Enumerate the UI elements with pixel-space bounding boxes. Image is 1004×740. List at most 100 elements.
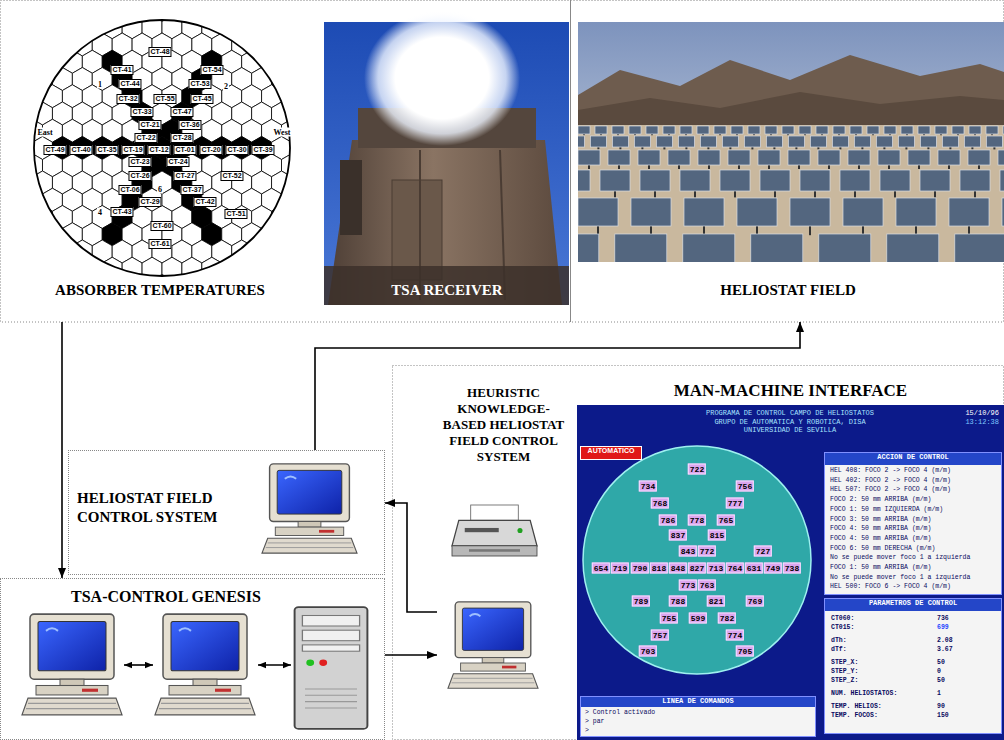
node-text: 50 [937,659,997,667]
callout-label: East [36,128,53,137]
heliostat [955,234,1004,262]
heliostat [799,126,811,135]
illustration-part [816,126,828,134]
node-text: FOCO 2: 50 mm ARRIBA (m/m) [830,496,998,504]
heliostat-number: 773 [679,580,697,591]
system-group: HEURISTIC KNOWLEDGE-BASED HELIOSTAT FIEL… [437,385,570,695]
illustration-part [884,126,896,134]
node-text: TEMP. FOCOS: [831,712,935,720]
illustration-part [392,180,442,280]
heliostat [663,126,675,135]
node-text: 699 [937,624,997,632]
node-text: CT060: [831,615,935,623]
heliostat [629,126,641,135]
heliostat-number: 772 [698,546,716,557]
heliostat [832,136,848,149]
heliostat [920,136,936,149]
absorber-honeycomb [13,0,312,298]
heliostat-number: 774 [726,630,744,641]
illustration-part [744,136,760,147]
node-heading: MAN-MACHINE INTERFACE [577,381,1004,401]
link-arrow [258,664,291,666]
illustration-part [612,126,624,134]
heliostat-number: 769 [746,596,764,607]
heliostat-number: 786 [659,515,677,526]
illustration-part [683,234,735,262]
heliostat [833,126,845,135]
heliostat-number: 782 [718,613,736,624]
link-arrow [124,664,153,666]
sensor-tag: CT-27 [173,171,196,181]
server-icon [295,607,368,729]
heliostat [848,150,870,169]
illustration-part [800,170,830,191]
heliostat-number: 713 [707,563,725,574]
heliostat [788,150,810,169]
heliostat [631,198,671,235]
illustration-part [819,234,871,262]
sensor-tag: CT-39 [251,145,274,155]
sensor-tag: CT-52 [220,171,243,181]
node-heading: HEURISTIC KNOWLEDGE-BASED HELIOSTAT FIEL… [437,385,570,465]
heliostat [790,198,830,235]
illustration-part [867,126,879,134]
node-text: STEP_Z: [831,677,935,685]
heliostat [898,136,914,149]
heliostat [744,136,760,149]
heliostat [854,136,870,149]
node-text: TEMP. HELIOS: [831,703,935,711]
illustration-part [854,136,870,147]
illustration-part [848,150,870,165]
illustration-part [788,136,804,147]
absorber-cup [282,188,302,211]
heliostat [638,150,660,169]
heliostat-number: 778 [688,515,706,526]
illustration-part [629,126,641,134]
heliostat [816,126,828,135]
sensor-tag: CT-19 [121,145,144,155]
illustration-part [722,136,738,147]
heliostat [578,198,618,235]
absorber-cup [132,0,152,22]
illustration-part [697,126,709,134]
node-text: No se puede mover foco 1 a izquierda [830,574,998,582]
illustration-part [850,126,862,134]
illustration-part [843,198,883,226]
node-text: HEL 408: FOCO 2 -> FOCO 4 (m/m) [830,467,998,475]
illustration-part [748,126,760,134]
heliostat [964,136,980,149]
heliostat [760,170,790,197]
absorber-cup [122,257,142,280]
heliostat-number: 654 [592,563,610,574]
node-text: HEL 402: FOCO 2 -> FOCO 4 (m/m) [830,477,998,485]
heliostat [908,150,930,169]
node-text: HEL 507: FOCO 2 -> FOCO 4 (m/m) [830,486,998,494]
illustration-part [678,136,694,147]
illustration-part [955,234,1004,262]
photo-panel: HELIOSTAT FIELD [572,0,1004,322]
node-heading: LINEA DE COMANDOS [581,697,815,707]
illustration-part [324,266,569,305]
illustration-part [698,150,720,165]
absorber-cup [82,16,102,39]
heliostat-number: 631 [745,563,763,574]
illustration-part [818,150,840,165]
screen-panel: ACCION DE CONTROLHEL 408: FOCO 2 -> FOCO… [824,452,1002,595]
illustration-part [578,126,1004,262]
connector-arrow [61,322,63,578]
connector-arrow [385,654,437,656]
receiver-photo [324,10,569,305]
illustration-part [364,10,520,146]
heliostat [918,126,930,135]
heliostat-photo [578,22,1004,262]
illustration-part [760,170,790,191]
heliostat [896,198,936,235]
node-text: PROGRAMA DE CONTROL CAMPO DE HELIOSTATOS [645,409,935,417]
illustration-part [765,126,777,134]
heliostat-number: 757 [651,630,669,641]
node-text: FOCO 6: 50 mm DERECHA (m/m) [830,545,998,553]
heliostat [737,198,777,235]
node-text: FOCO 1: 50 mm ARRIBA (m/m) [830,564,998,572]
illustration-part [832,136,848,147]
